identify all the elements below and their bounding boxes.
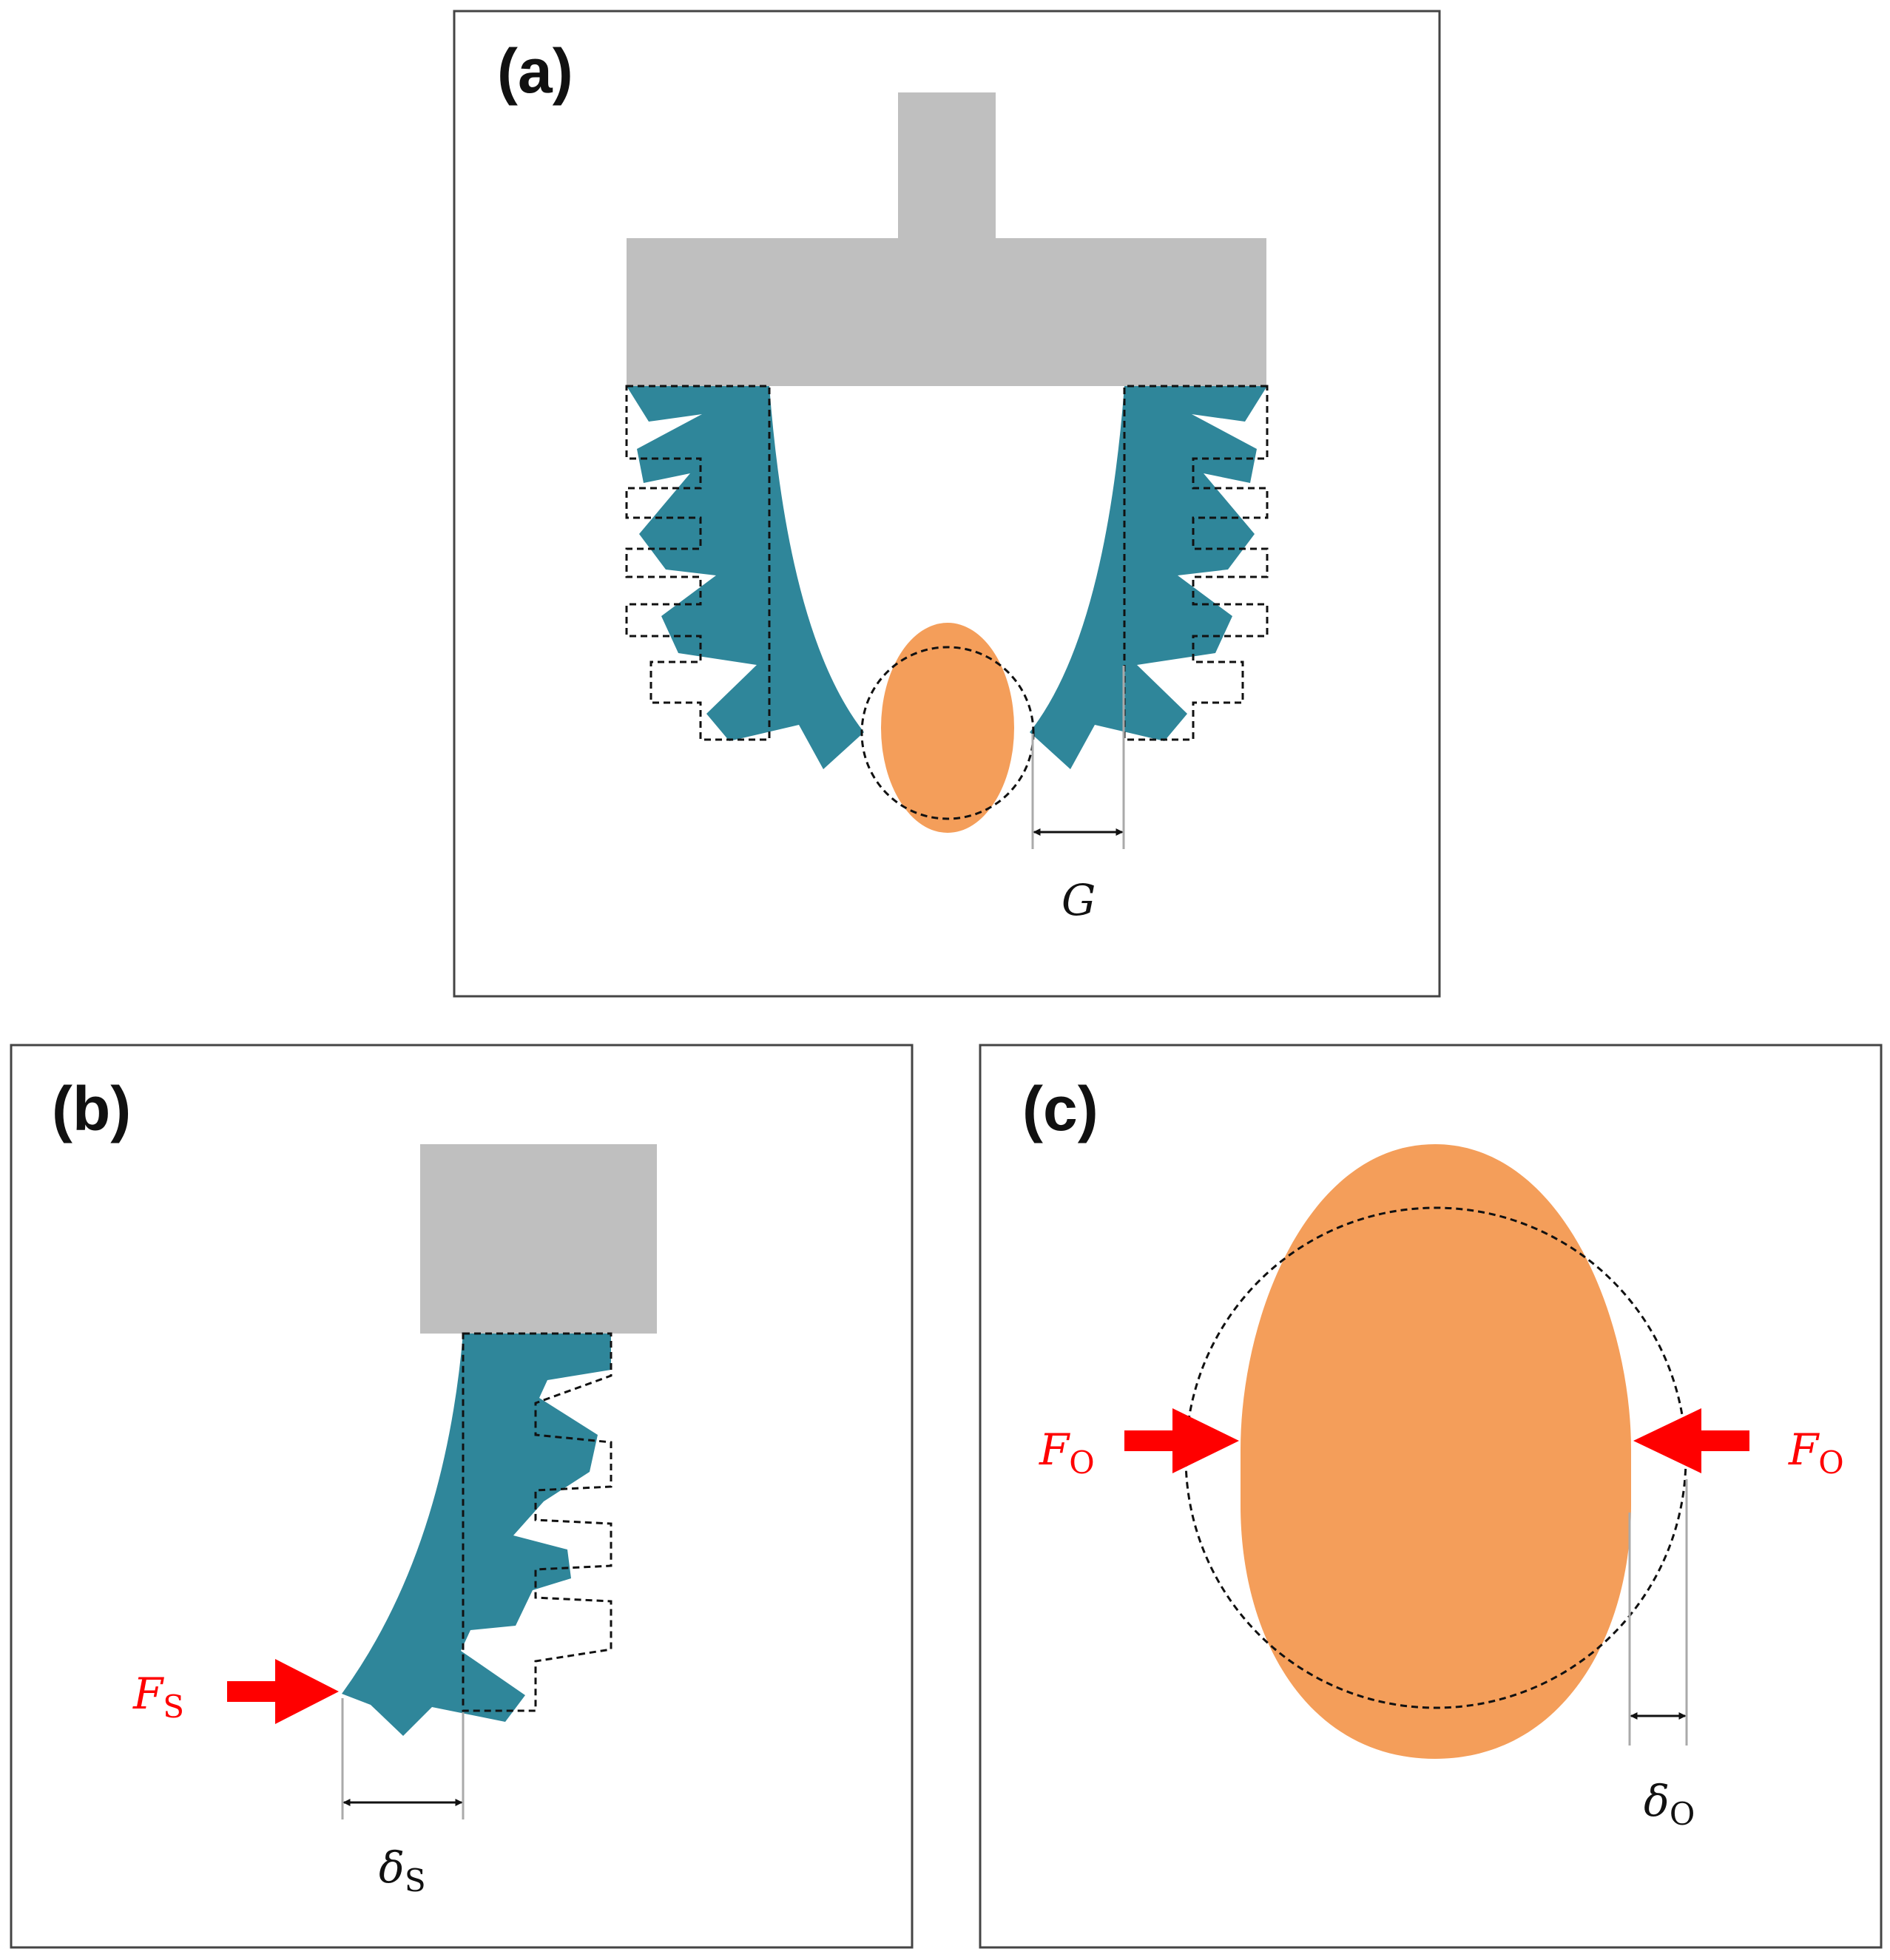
panel-b-frame [10, 1044, 914, 1949]
force-arrow-fo-right [1633, 1408, 1749, 1473]
right-finger-original-outline [1123, 385, 1269, 741]
deflection-label-o: δO [1644, 1776, 1695, 1832]
gripper-base [627, 92, 1266, 386]
finger-original-outline [462, 1332, 612, 1712]
force-label-fs: FS [132, 1669, 184, 1725]
left-finger-original-outline [625, 385, 771, 741]
compressed-object [1241, 1144, 1631, 1759]
force-arrow-fs [227, 1659, 339, 1724]
finger-base-block [420, 1144, 657, 1334]
grasped-object [881, 623, 1014, 833]
left-soft-finger [627, 386, 864, 769]
panel-c-frame [979, 1044, 1883, 1949]
panel-b-label: (b) [52, 1074, 131, 1143]
panel-a: (a) G [453, 10, 1441, 998]
panel-a-label: (a) [497, 36, 573, 106]
soft-finger [342, 1334, 611, 1736]
panel-c-label: (c) [1022, 1074, 1098, 1143]
deflection-label-s: δS [379, 1842, 426, 1899]
panel-a-frame [453, 10, 1441, 998]
force-label-fo-left: FO [1039, 1425, 1095, 1481]
panel-c: (c) FO FO δO [979, 1044, 1883, 1949]
panel-b: (b) FS δS [10, 1044, 914, 1949]
object-original-outline [860, 646, 1035, 820]
right-soft-finger [1030, 386, 1267, 769]
force-arrow-fo-left [1124, 1408, 1239, 1473]
gap-label: G [1062, 875, 1096, 925]
force-label-fo-right: FO [1788, 1425, 1844, 1481]
